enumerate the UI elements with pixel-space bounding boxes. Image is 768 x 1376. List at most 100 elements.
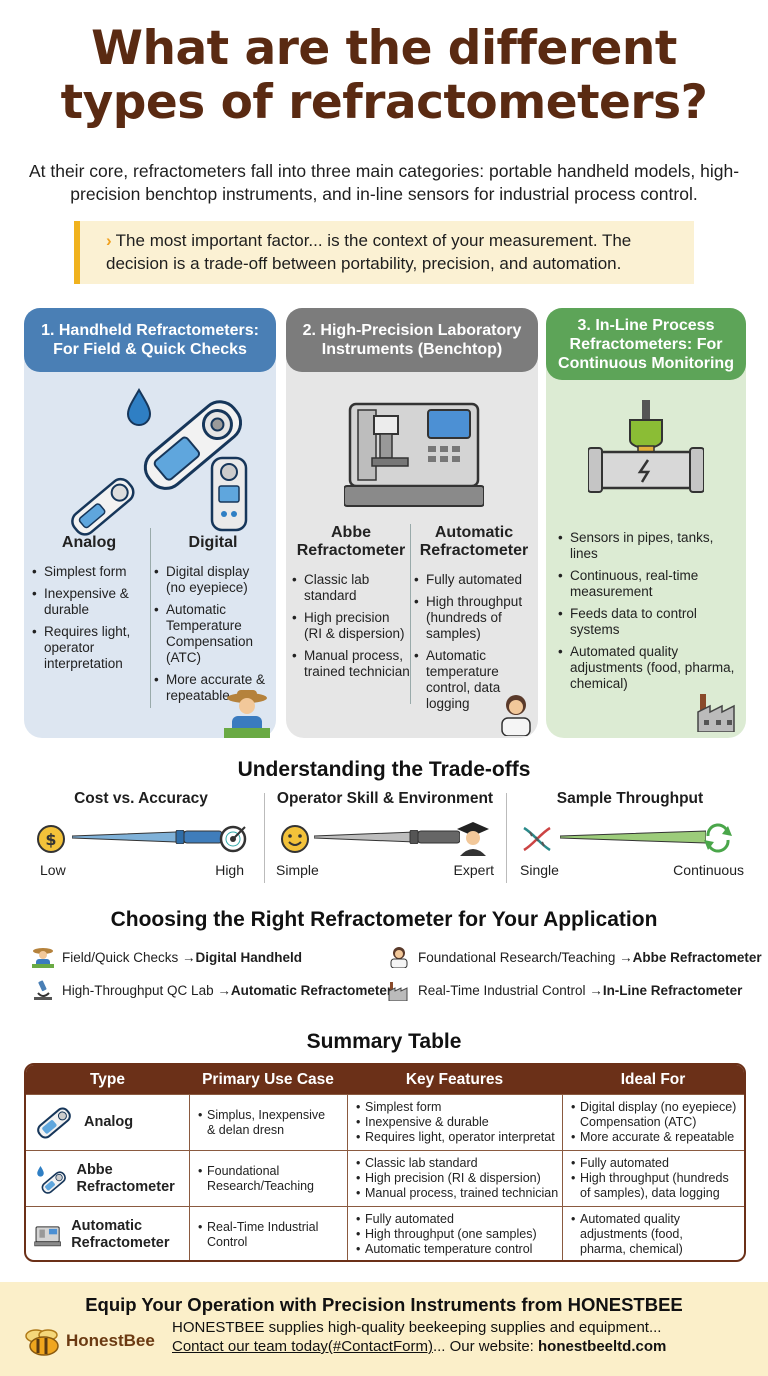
callout-box: ›The most important factor... is the con…: [74, 221, 694, 284]
brand-name: HonestBee: [66, 1331, 155, 1350]
scientist-icon: [390, 947, 408, 968]
callout-text: The most important factor... is the cont…: [106, 231, 632, 273]
target-icon: [219, 825, 247, 853]
inline-point: Feeds data to control systems: [558, 606, 742, 638]
use-cell: Real-Time Industrial Control: [189, 1207, 347, 1260]
automatic-column: Automatic Refractometer Fully automated …: [414, 524, 534, 718]
cell-line: Compensation (ATC): [580, 1115, 697, 1129]
choice-use: High-Throughput QC Lab →: [62, 982, 231, 998]
tradeoff-high-label: High: [215, 862, 244, 878]
page-title: What are the different types of refracto…: [0, 22, 768, 130]
table-header: Type Primary Use Case Key Features Ideal…: [26, 1065, 744, 1094]
graduate-icon: [457, 822, 489, 856]
type-name: Analog: [84, 1114, 134, 1130]
tradeoff-divider: [264, 793, 265, 883]
column-header: Primary Use Case: [202, 1071, 334, 1088]
type-cell: Abbe Refractometer: [26, 1151, 189, 1206]
digital-column: Digital Digital display (no eyepiece) Au…: [154, 534, 272, 710]
footer-title: Equip Your Operation with Precision Inst…: [85, 1294, 683, 1315]
analog-column: Analog Simplest form Inexpensive & durab…: [32, 534, 146, 678]
analog-heading: Analog: [61, 534, 117, 551]
digital-refractometer-icon: [37, 1165, 66, 1194]
column-divider: [150, 528, 151, 708]
footer-website-label: ... Our website:: [432, 1338, 538, 1355]
table-row: Automatic Refractometer Real-Time Indust…: [26, 1206, 744, 1260]
tradeoff-low-label: Single: [520, 862, 559, 878]
pipe-sensor-icon: [588, 400, 704, 493]
smiley-icon: [281, 825, 309, 853]
farmer-icon: [224, 690, 270, 738]
benchtop-panel: 2. High-Precision Laboratory Instruments…: [286, 308, 538, 738]
cell-line: Real-Time Industrial: [198, 1220, 347, 1235]
tradeoff-throughput: Sample Throughput Single Continuous: [512, 790, 748, 890]
microscope-icon: [34, 980, 52, 1000]
column-divider: [410, 524, 411, 704]
cell-line: Inexpensive & durable: [356, 1115, 562, 1130]
type-name: Automatic Refractometer: [71, 1217, 170, 1251]
chevron-right-icon: ›: [106, 231, 112, 250]
cell-line: Requires light, operator interpretat: [356, 1130, 562, 1145]
abbe-heading: Abbe Refractometer: [296, 524, 406, 559]
tradeoff-low-label: Low: [40, 862, 66, 878]
choice-item: High-Throughput QC Lab → Automatic Refra…: [32, 979, 392, 1001]
column-header: Ideal For: [620, 1071, 686, 1088]
use-cell: Foundational Research/Teaching: [189, 1151, 347, 1206]
benchtop-instrument-icon: [344, 402, 484, 507]
tradeoff-divider: [506, 793, 507, 883]
digital-point: Digital display (no eyepiece): [154, 564, 272, 596]
cell-line: & delan dresn: [207, 1122, 285, 1137]
website-link[interactable]: honestbeeltd.com: [538, 1338, 667, 1355]
tradeoffs-title: Understanding the Trade-offs: [237, 758, 531, 781]
choice-use: Field/Quick Checks →: [62, 949, 196, 965]
table-row: Abbe Refractometer Foundational Research…: [26, 1150, 744, 1206]
cell-line: pharma, chemical): [580, 1242, 683, 1256]
type-cell: Automatic Refractometer: [26, 1207, 189, 1260]
tradeoff-low-label: Simple: [276, 862, 319, 878]
contact-link[interactable]: Contact our team today(#ContactForm): [172, 1338, 433, 1355]
dollar-coin-icon: $: [37, 825, 65, 853]
slider-bar: [72, 830, 222, 844]
inline-panel: 3. In-Line Process Refractometers: For C…: [546, 308, 746, 738]
inline-point: Continuous, real-time measurement: [558, 568, 742, 600]
title-line-2: types of refractometers?: [60, 75, 708, 130]
digital-point: More accurate & repeatable: [154, 672, 272, 704]
abbe-point: High precision (RI & dispersion): [292, 610, 410, 642]
automatic-heading: Automatic Refractometer: [419, 524, 529, 559]
handheld-panel: 1. Handheld Refractometers: For Field & …: [24, 308, 276, 738]
factory-icon: [388, 982, 408, 1001]
tradeoff-cost-accuracy: Cost vs. Accuracy $ Low High: [22, 790, 260, 890]
cell-line: Simplest form: [356, 1100, 562, 1115]
features-cell: Classic lab standard High precision (RI …: [347, 1151, 562, 1206]
cell-line: Manual process, trained technician: [356, 1186, 562, 1201]
handheld-panel-title: 1. Handheld Refractometers: For Field & …: [24, 308, 276, 372]
choice-item: Foundational Research/Teaching → Abbe Re…: [388, 946, 762, 968]
inline-point: Sensors in pipes, tanks, lines: [558, 530, 742, 562]
analog-point: Inexpensive & durable: [32, 586, 146, 618]
choice-pick: In-Line Refractometer: [602, 982, 743, 998]
cell-line: Control: [207, 1234, 248, 1249]
bee-logo-icon: [25, 1329, 59, 1356]
svg-text:$: $: [45, 830, 56, 849]
cell-line: High throughput (hundreds: [571, 1171, 744, 1186]
footer-line-2: Contact our team today(#ContactForm)... …: [172, 1338, 666, 1355]
type-cell: Analog: [26, 1095, 189, 1150]
choice-pick: Automatic Refractometer: [230, 982, 393, 998]
cell-line: Classic lab standard: [356, 1156, 562, 1171]
abbe-column: Abbe Refractometer Classic lab standard …: [292, 524, 410, 686]
cell-line: Fully automated: [571, 1156, 744, 1171]
cell-line: Research/Teaching: [207, 1178, 315, 1193]
digital-heading: Digital: [188, 534, 238, 551]
cell-line: More accurate & repeatable: [571, 1130, 744, 1145]
cell-line: High throughput (one samples): [356, 1227, 562, 1242]
cycle-arrows-icon: [704, 823, 732, 853]
footer-banner: Equip Your Operation with Precision Inst…: [0, 1282, 768, 1376]
tradeoff-title: Cost vs. Accuracy: [74, 790, 208, 807]
ideal-cell: Automated quality adjustments (food, pha…: [562, 1207, 744, 1260]
analog-point: Simplest form: [32, 564, 146, 580]
choice-item: Real-Time Industrial Control → In-Line R…: [388, 979, 742, 1001]
title-line-1: What are the different: [91, 21, 677, 76]
features-cell: Simplest form Inexpensive & durable Requ…: [347, 1095, 562, 1150]
column-header: Type: [89, 1071, 126, 1088]
summary-title: Summary Table: [306, 1030, 462, 1053]
ideal-cell: Digital display (no eyepiece) Compensati…: [562, 1095, 744, 1150]
